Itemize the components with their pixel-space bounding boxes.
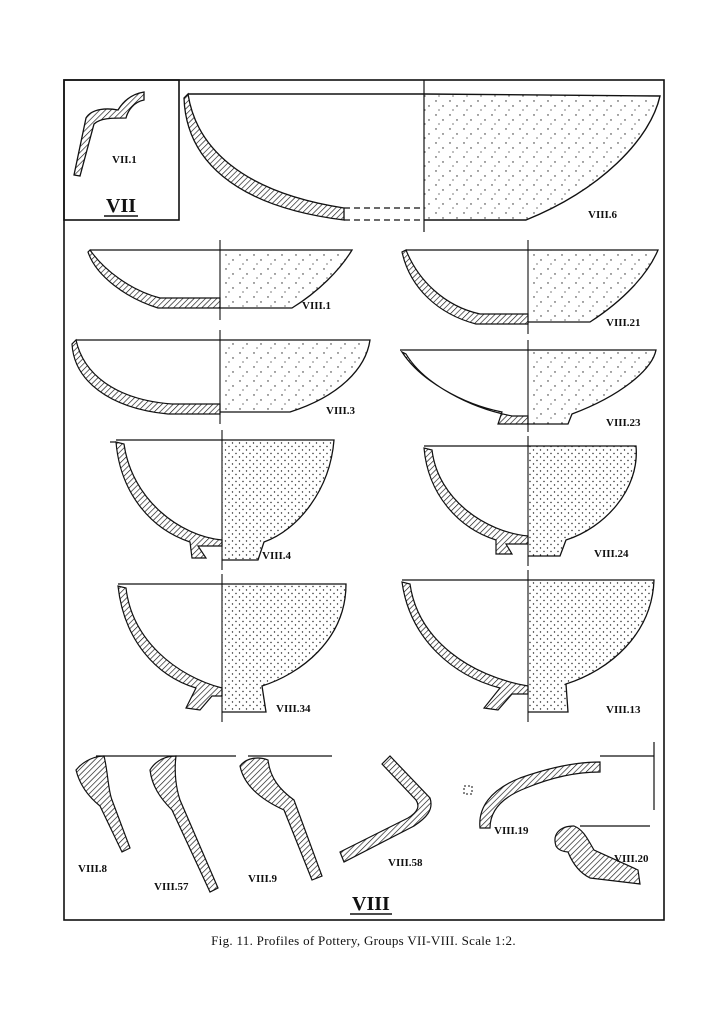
label-viii-58: VIII.58: [388, 857, 423, 869]
profile-viii-58: VIII.58: [339, 755, 432, 869]
profile-viii-24: VIII.24: [423, 436, 637, 566]
label-viii-20: VIII.20: [614, 853, 649, 865]
profile-viii-21: VIII.21: [401, 240, 659, 334]
group-label-viii: VIII: [352, 893, 390, 915]
profile-viii-19: VIII.19: [463, 742, 655, 837]
label-viii-4: VIII.4: [262, 550, 292, 562]
profile-viii-4: VIII.4: [110, 430, 335, 570]
profile-viii-23: VIII.23: [400, 340, 657, 432]
label-vii-1: VII.1: [112, 154, 137, 166]
group-vii-box: [63, 79, 180, 221]
profile-viii-57: VIII.57: [149, 755, 219, 893]
label-viii-3: VIII.3: [326, 405, 356, 417]
profile-viii-34: VIII.34: [117, 574, 347, 722]
profile-viii-8: VIII.8: [75, 755, 131, 875]
label-viii-13: VIII.13: [606, 704, 641, 716]
figure-caption: Fig. 11. Profiles of Pottery, Groups VII…: [211, 933, 516, 948]
profile-viii-9: VIII.9: [239, 757, 323, 885]
figure-frame: [63, 79, 665, 921]
label-viii-6: VIII.6: [588, 209, 618, 221]
label-viii-24: VIII.24: [594, 548, 629, 560]
profile-viii-3: VIII.3: [71, 330, 371, 424]
label-viii-23: VIII.23: [606, 417, 641, 429]
profile-viii-6: VIII.6: [183, 80, 661, 232]
profile-viii-13: VIII.13: [401, 570, 655, 722]
label-viii-34: VIII.34: [276, 703, 311, 715]
label-viii-57: VIII.57: [154, 881, 189, 893]
label-viii-8: VIII.8: [78, 863, 108, 875]
label-viii-9: VIII.9: [248, 873, 278, 885]
label-viii-1: VIII.1: [302, 300, 331, 312]
group-label-vii: VII: [106, 195, 136, 217]
label-viii-19: VIII.19: [494, 825, 529, 837]
label-viii-21: VIII.21: [606, 317, 641, 329]
profile-vii-1: VII.1: [73, 91, 145, 177]
profile-viii-20: VIII.20: [554, 825, 650, 885]
profile-viii-1: VIII.1: [87, 240, 354, 320]
